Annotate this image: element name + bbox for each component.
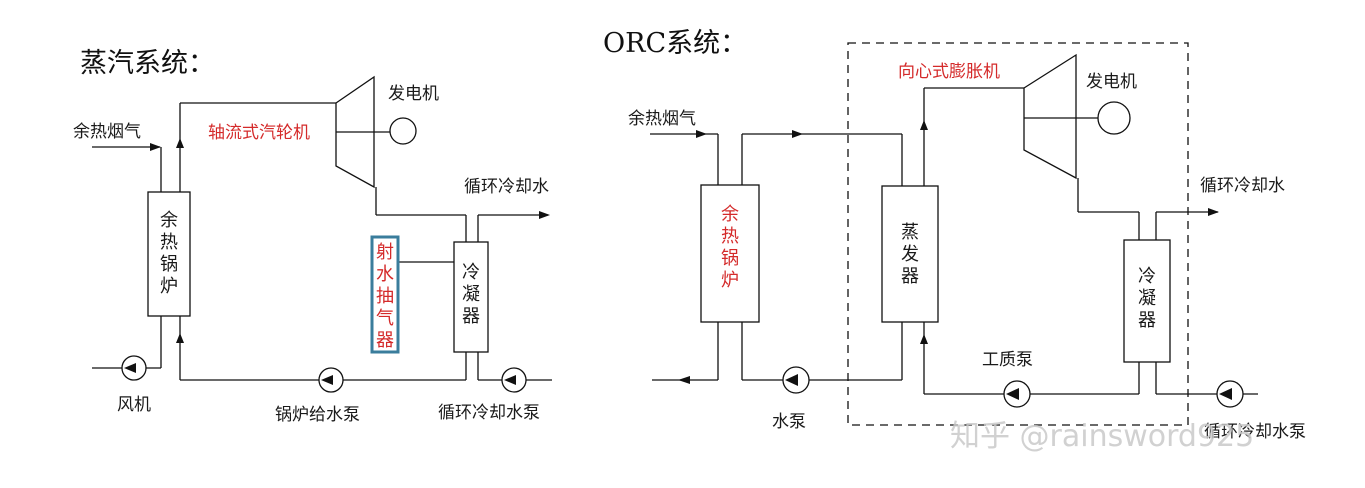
steam-ejector-box	[370, 235, 400, 354]
steam-cw-pump-arrow	[504, 375, 516, 385]
steam-ejector-label-5: 器	[376, 330, 394, 351]
steam-title: 蒸汽系统：	[80, 48, 215, 79]
steam-condenser-label-1: 冷	[462, 262, 480, 283]
steam-condenser-label-3: 器	[462, 306, 480, 327]
steam-system: 蒸汽系统： 余热烟气 余 热 锅 炉 轴流式汽轮机 发电机 循环冷却水	[73, 48, 552, 425]
steam-ejector-label-1: 射	[376, 242, 394, 263]
steam-fan-arrow	[124, 363, 136, 373]
steam-condenser-label-2: 凝	[462, 284, 480, 305]
steam-ejector-label-2: 水	[376, 264, 394, 285]
steam-cw-pump-label: 循环冷却水泵	[438, 403, 540, 423]
orc-condenser-label-1: 冷	[1138, 266, 1156, 287]
orc-generator-label: 发电机	[1086, 72, 1137, 92]
orc-cw-pump-arrow	[1219, 388, 1232, 400]
steam-boiler-label-4: 炉	[160, 276, 178, 297]
steam-flue-gas-arrow	[150, 143, 161, 151]
orc-flue-exit-arrow	[678, 376, 690, 384]
steam-fan-label: 风机	[117, 395, 151, 415]
orc-flue-gas-arrow	[696, 130, 707, 138]
orc-boiler-label-3: 锅	[721, 248, 739, 269]
orc-system: ORC系统： 余热烟气 余 热 锅 炉 水泵 蒸 发 器	[603, 28, 1306, 442]
steam-feed-pump-label: 锅炉给水泵	[275, 405, 360, 425]
orc-generator	[1097, 101, 1131, 135]
steam-ejector-label-3: 抽	[376, 286, 394, 307]
orc-boiler-label-2: 热	[721, 226, 739, 247]
orc-boiler-label-1: 余	[721, 204, 739, 225]
steam-feed-pump-arrow	[321, 375, 333, 385]
orc-flue-gas-label: 余热烟气	[628, 109, 696, 129]
orc-boiler	[700, 184, 760, 323]
steam-ejector-label-4: 气	[376, 308, 394, 329]
orc-cw-pump-label: 循环冷却水泵	[1204, 422, 1306, 442]
orc-wf-arrow	[920, 334, 928, 344]
steam-cw-label: 循环冷却水	[464, 177, 549, 197]
orc-vapor-arrow	[920, 120, 928, 130]
orc-working-pump-label: 工质泵	[982, 350, 1033, 370]
steam-condenser	[453, 241, 489, 353]
orc-hw-arrow	[792, 130, 803, 138]
steam-boiler-label-3: 锅	[160, 254, 178, 275]
steam-riser-arrow	[176, 138, 184, 148]
orc-expander-label: 向心式膨胀机	[898, 62, 1000, 82]
watermark: 知乎 @rainsword925	[950, 419, 1254, 454]
orc-water-pump-arrow	[785, 374, 798, 386]
steam-generator	[389, 117, 417, 145]
steam-boiler	[147, 191, 191, 317]
orc-condenser-label-2: 凝	[1138, 288, 1156, 309]
steam-flue-gas-label: 余热烟气	[73, 122, 141, 142]
orc-water-pump-label: 水泵	[772, 412, 806, 432]
orc-boundary	[847, 42, 1189, 426]
steam-feed-arrow	[176, 333, 184, 343]
orc-title: ORC系统：	[603, 28, 747, 59]
steam-cw-out-arrow	[539, 211, 550, 219]
orc-cw-out-arrow	[1208, 208, 1219, 216]
orc-evaporator-label-2: 发	[901, 244, 919, 265]
orc-evaporator	[881, 185, 939, 323]
orc-cw-label: 循环冷却水	[1200, 176, 1285, 196]
steam-generator-label: 发电机	[388, 84, 439, 104]
orc-expander	[1023, 53, 1077, 180]
steam-turbine-label: 轴流式汽轮机	[208, 123, 310, 143]
steam-boiler-label-1: 余	[160, 210, 178, 231]
orc-condenser-label-3: 器	[1138, 310, 1156, 331]
orc-working-pump-arrow	[1006, 388, 1019, 400]
orc-condenser	[1123, 239, 1171, 363]
orc-boiler-label-4: 炉	[721, 270, 739, 291]
orc-evaporator-label-1: 蒸	[901, 222, 919, 243]
orc-evaporator-label-3: 器	[901, 266, 919, 287]
steam-boiler-label-2: 热	[160, 232, 178, 253]
